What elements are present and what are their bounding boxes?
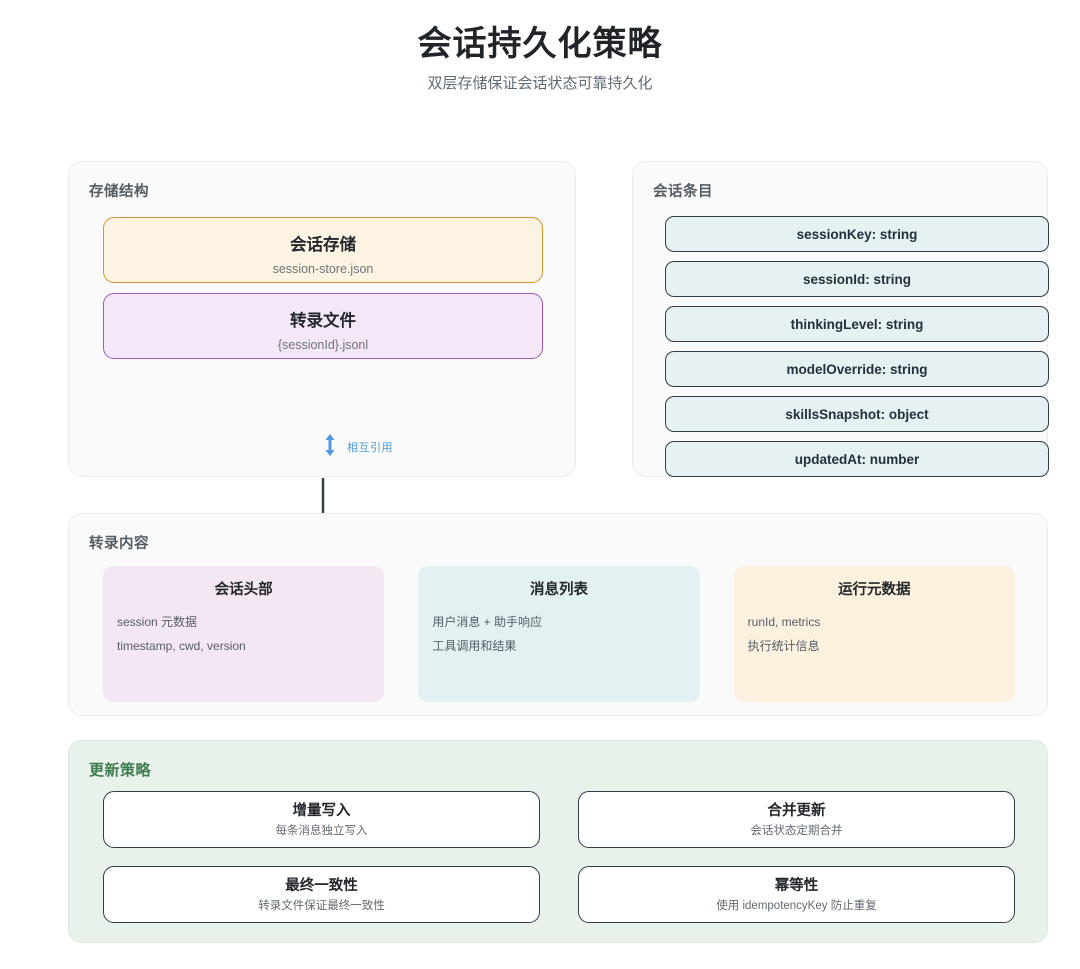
strategy-card-merge-update[interactable]: 合并更新 会话状态定期合并 <box>578 791 1015 848</box>
entry-panel-title: 会话条目 <box>653 184 713 200</box>
run-metadata-line-2: 执行统计信息 <box>747 639 820 653</box>
session-header-line-1: session 元数据 <box>117 615 198 629</box>
transcript-file-box[interactable]: 转录文件 {sessionId}.jsonl <box>103 293 543 359</box>
list-item[interactable]: updatedAt: number <box>665 441 1049 477</box>
strategy-panel-title: 更新策略 <box>89 762 152 779</box>
storage-panel-title: 存储结构 <box>89 184 149 200</box>
strategy-card-title: 最终一致性 <box>285 878 358 894</box>
strategy-card-subtitle: 转录文件保证最终一致性 <box>258 900 385 912</box>
session-entry-panel: 会话条目 sessionKey: string sessionId: strin… <box>632 161 1049 477</box>
list-item[interactable]: sessionKey: string <box>665 216 1049 252</box>
list-item[interactable]: modelOverride: string <box>665 351 1049 387</box>
run-metadata-title: 运行元数据 <box>838 582 911 598</box>
session-header-title: 会话头部 <box>214 582 273 598</box>
list-item[interactable]: thinkingLevel: string <box>665 306 1049 342</box>
mutual-reference-connector: 相互引用 <box>317 434 393 461</box>
message-list-line-2: 工具调用和结果 <box>432 639 517 653</box>
transcript-panel-title: 转录内容 <box>89 536 149 552</box>
message-list-title: 消息列表 <box>529 582 588 598</box>
strategy-card-title: 增量写入 <box>292 803 351 819</box>
transcript-box-row: 会话头部 session 元数据 timestamp, cwd, version… <box>103 566 1015 702</box>
storage-structure-panel: 存储结构 会话存储 session-store.json 转录文件 {sessi… <box>68 161 576 477</box>
session-store-box[interactable]: 会话存储 session-store.json <box>103 217 543 283</box>
transcript-file-filename: {sessionId}.jsonl <box>277 338 369 352</box>
bidirectional-arrow-icon <box>325 434 335 456</box>
strategy-card-grid: 增量写入 每条消息独立写入 合并更新 会话状态定期合并 最终一致性 转录文件保证… <box>103 791 1015 923</box>
transcript-content-panel: 转录内容 会话头部 session 元数据 timestamp, cwd, ve… <box>68 513 1048 716</box>
session-store-title: 会话存储 <box>290 236 356 254</box>
strategy-card-subtitle: 会话状态定期合并 <box>750 825 843 837</box>
strategy-card-incremental-write[interactable]: 增量写入 每条消息独立写入 <box>103 791 540 848</box>
strategy-card-title: 合并更新 <box>767 803 826 819</box>
strategy-card-subtitle: 每条消息独立写入 <box>275 825 368 837</box>
list-item[interactable]: sessionId: string <box>665 261 1049 297</box>
session-entry-field-list: sessionKey: string sessionId: string thi… <box>665 216 1049 486</box>
session-header-box[interactable]: 会话头部 session 元数据 timestamp, cwd, version <box>103 566 385 702</box>
update-strategy-panel: 更新策略 增量写入 每条消息独立写入 合并更新 会话状态定期合并 最终一致性 转… <box>68 740 1048 943</box>
run-metadata-line-1: runId, metrics <box>747 615 821 629</box>
list-item[interactable]: skillsSnapshot: object <box>665 396 1049 432</box>
strategy-card-eventual-consistency[interactable]: 最终一致性 转录文件保证最终一致性 <box>103 866 540 923</box>
page-subtitle: 双层存储保证会话状态可靠持久化 <box>427 75 653 92</box>
strategy-card-idempotency[interactable]: 幂等性 使用 idempotencyKey 防止重复 <box>578 866 1015 923</box>
page-header: 会话持久化策略 双层存储保证会话状态可靠持久化 <box>0 0 1080 96</box>
transcript-file-title: 转录文件 <box>290 312 356 330</box>
session-store-filename: session-store.json <box>272 262 374 276</box>
mutual-reference-label: 相互引用 <box>347 442 393 454</box>
strategy-card-title: 幂等性 <box>774 878 819 894</box>
page-title: 会话持久化策略 <box>417 25 663 63</box>
message-list-line-1: 用户消息 + 助手响应 <box>432 615 543 629</box>
run-metadata-box[interactable]: 运行元数据 runId, metrics 执行统计信息 <box>733 566 1015 702</box>
strategy-card-subtitle: 使用 idempotencyKey 防止重复 <box>716 900 877 912</box>
session-header-line-2: timestamp, cwd, version <box>117 639 246 653</box>
message-list-box[interactable]: 消息列表 用户消息 + 助手响应 工具调用和结果 <box>418 566 700 702</box>
